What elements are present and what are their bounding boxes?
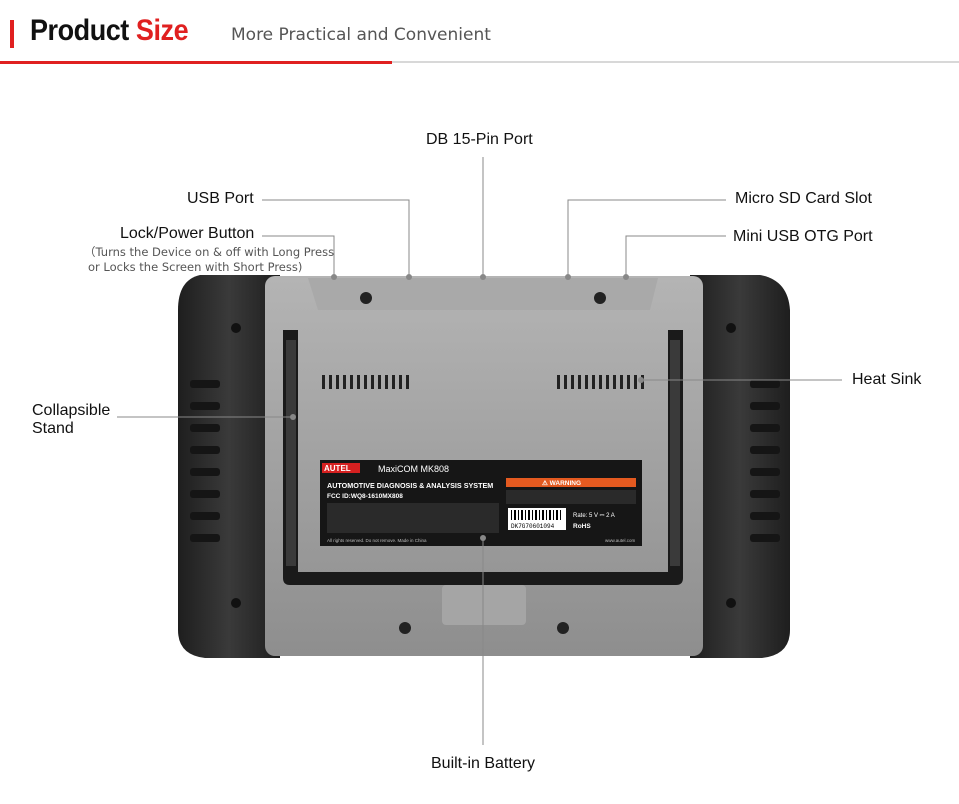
callout-built-in-battery: Built-in Battery [431, 755, 536, 772]
battery-door [442, 585, 526, 625]
left-bumper-screw-top [231, 323, 241, 333]
callout-mini-usb-otg-port: Mini USB OTG Port [733, 228, 873, 245]
page-subtitle: More Practical and Convenient [231, 25, 491, 45]
header-accent-bar [10, 20, 14, 48]
sticker-fcc: FCC ID:WQ8-1610MX808 [327, 493, 403, 500]
callout-collapsible-stand-line2: Stand [32, 420, 74, 437]
header-divider [0, 61, 959, 63]
sticker-serial: DK7G70601094 [511, 523, 555, 530]
page-title: Product Size [30, 14, 189, 48]
sticker-rate: Rate: 5 V ⎓ 2 A [573, 513, 615, 519]
callout-dots [290, 274, 644, 541]
sticker-rohs: RoHS [573, 523, 591, 530]
left-bumper-ribs [190, 380, 220, 542]
callout-leader-lines [117, 157, 842, 745]
housing-screw [399, 622, 411, 634]
heat-sink-vents-left [322, 375, 409, 389]
housing-screw [360, 292, 372, 304]
housing-screw [557, 622, 569, 634]
callout-lock-power-note-2: or Locks the Screen with Short Press) [88, 260, 303, 274]
sticker-footer-right: www.autel.com [605, 538, 636, 543]
callout-db15-port: DB 15-Pin Port [426, 131, 533, 148]
right-bumper-screw-top [726, 323, 736, 333]
callout-usb-port: USB Port [187, 190, 254, 207]
callout-heat-sink: Heat Sink [852, 371, 922, 388]
left-bumper [178, 275, 280, 658]
top-recess [308, 278, 658, 310]
sticker-model: MaxiCOM MK808 [378, 464, 449, 474]
header-divider-accent [0, 61, 392, 64]
housing-screw [594, 292, 606, 304]
right-bumper-ribs [750, 380, 780, 542]
right-bumper-screw-bottom [726, 598, 736, 608]
callout-lock-power-button: Lock/Power Button [120, 225, 255, 242]
title-part-size: Size [135, 14, 189, 47]
callout-lock-power-note-1: （Turns the Device on & off with Long Pre… [84, 245, 335, 259]
left-bumper-screw-bottom [231, 598, 241, 608]
title-part-product: Product [30, 14, 129, 47]
sticker-brand: AUTEL [324, 464, 351, 473]
callout-collapsible-stand-line1: Collapsible [32, 402, 111, 419]
sticker-footer-left: All rights reserved. Do not remove. Made… [327, 538, 427, 543]
header: Product Size More Practical and Convenie… [0, 0, 959, 66]
right-bumper [690, 275, 790, 658]
sticker-warning: ⚠ WARNING [542, 479, 581, 487]
callout-micro-sd-slot: Micro SD Card Slot [735, 190, 872, 207]
sticker-headline: AUTOMOTIVE DIAGNOSIS & ANALYSIS SYSTEM [327, 481, 493, 490]
